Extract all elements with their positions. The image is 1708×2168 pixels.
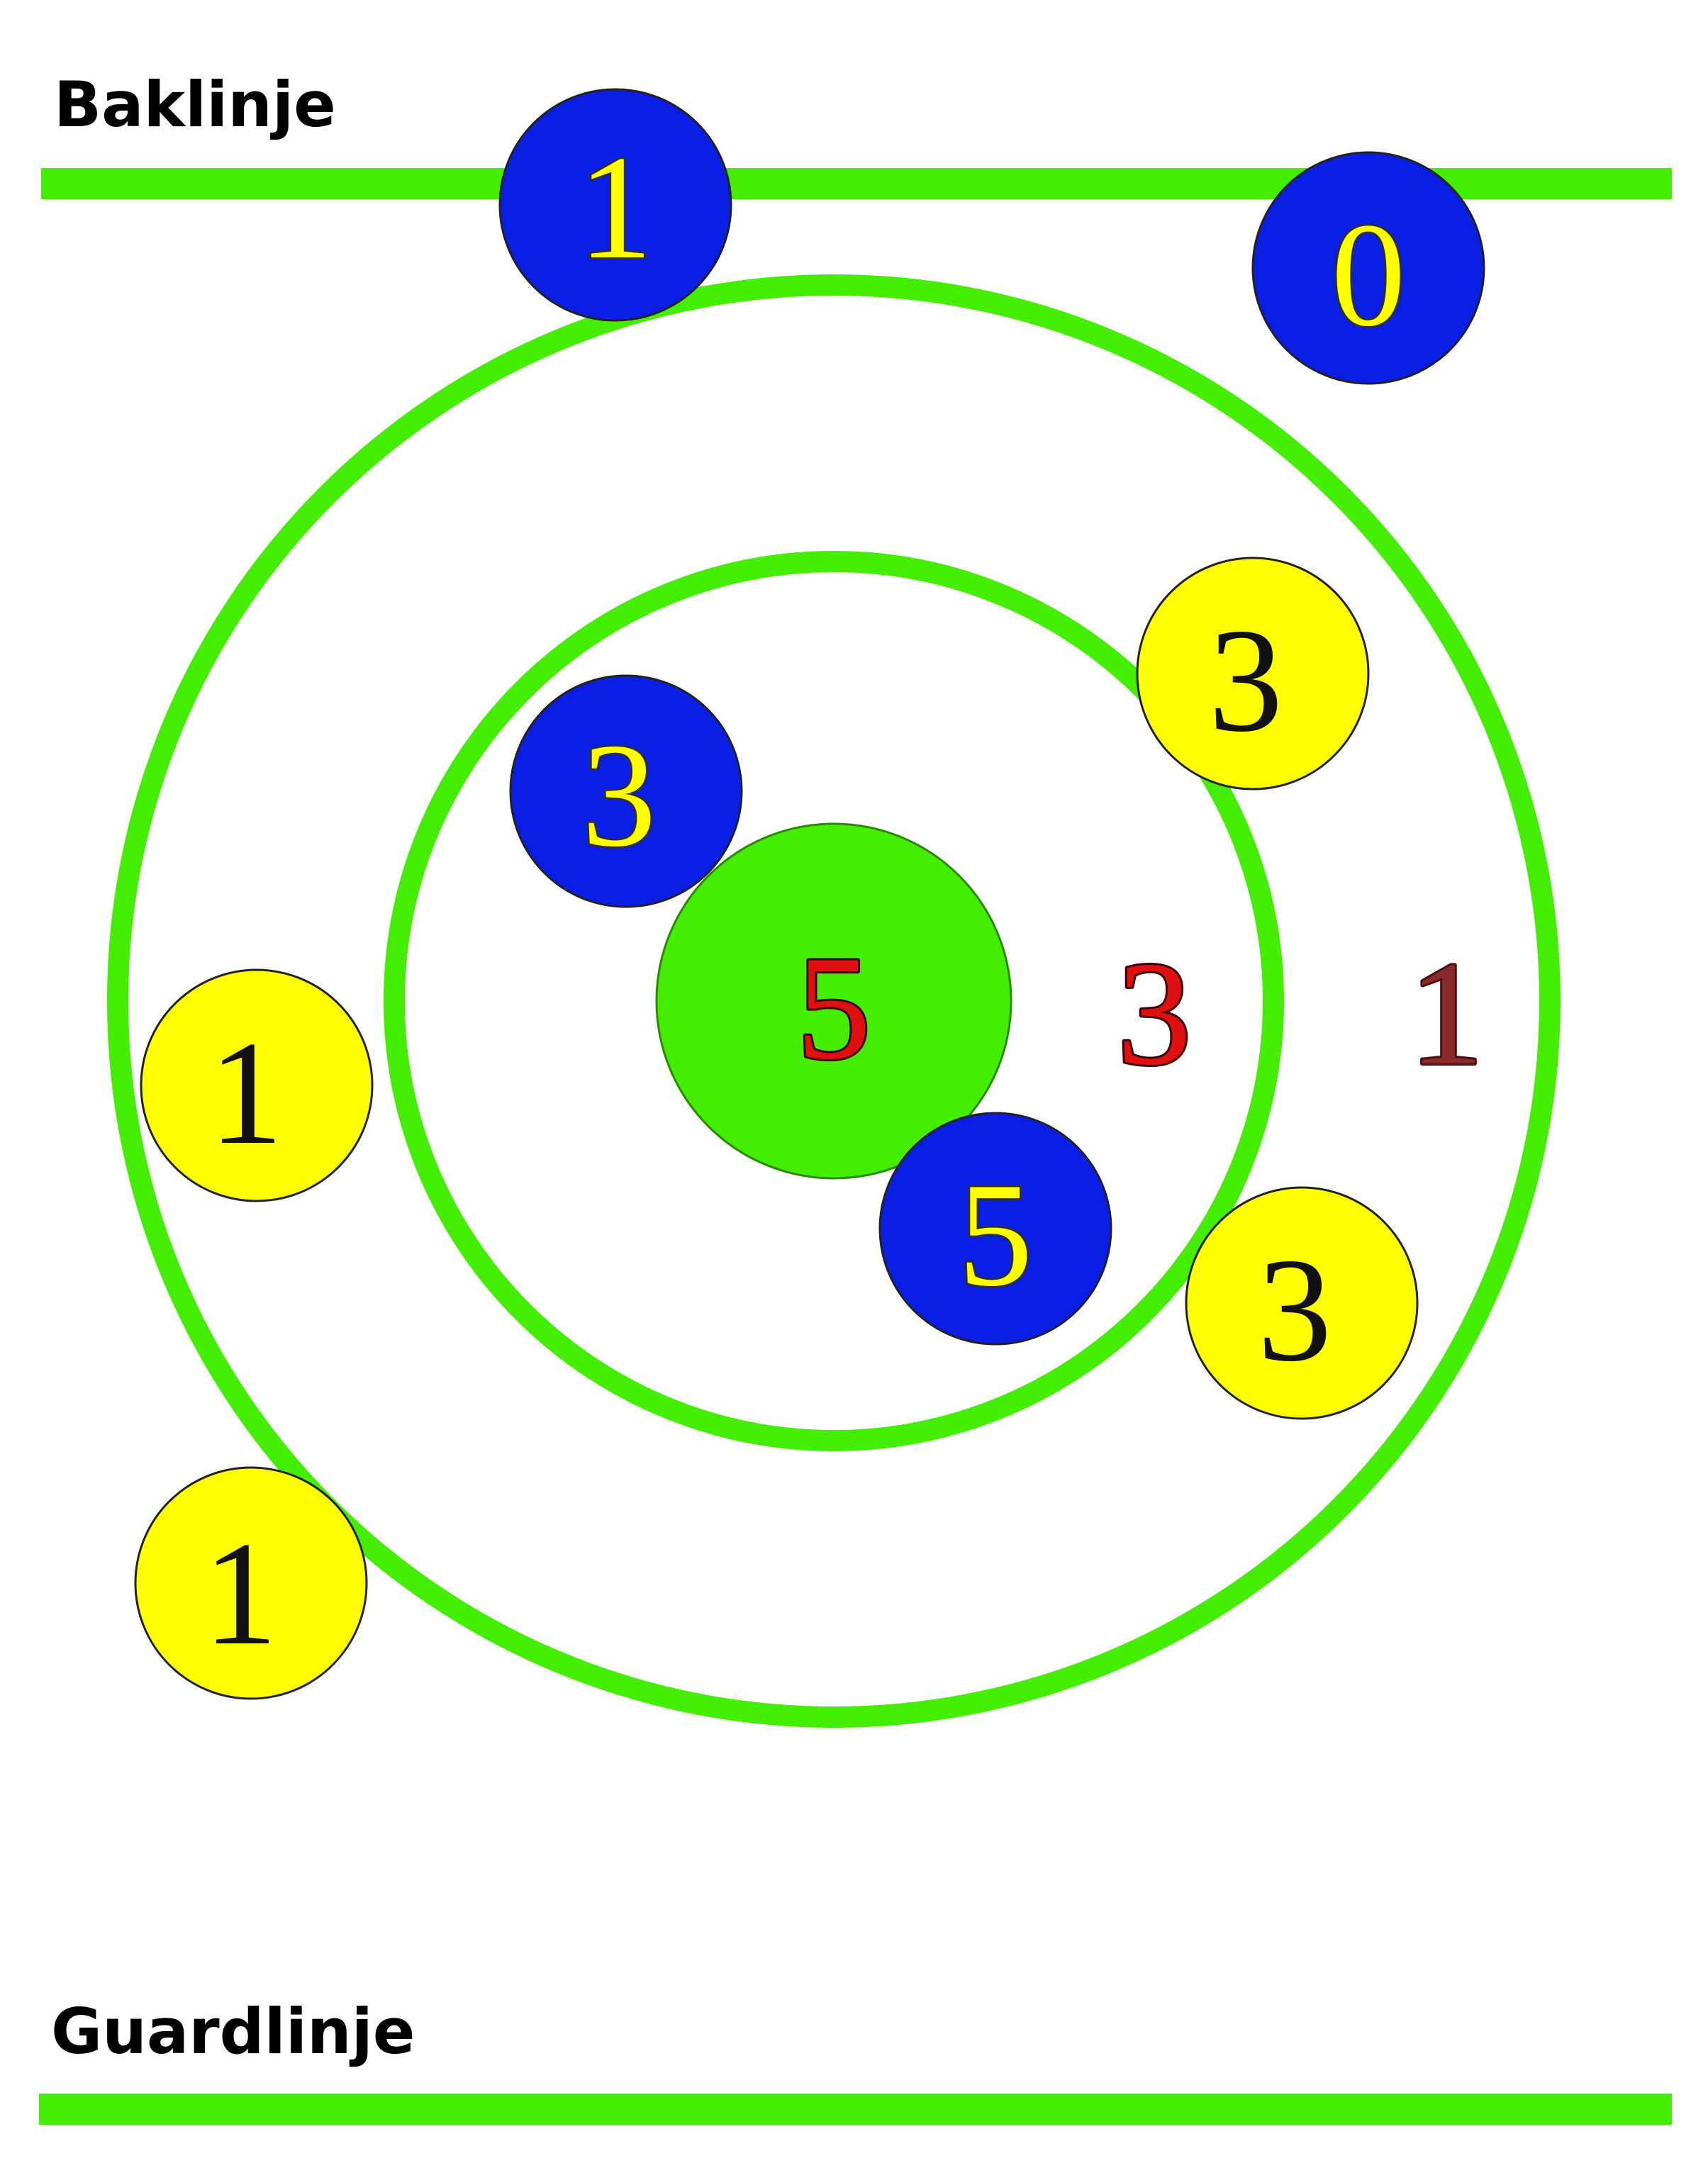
backline-label: Baklinje [54,68,336,141]
guardline [39,2094,1672,2125]
svg-text:5: 5 [959,1153,1033,1317]
guardline-label: Guardlinje [51,1995,415,2068]
svg-text:1: 1 [209,1011,284,1175]
stone-yellow-1-left: 1 [140,968,374,1202]
stone-blue-3: 3 [509,674,743,908]
inner-ring [384,551,1284,1451]
svg-text:3: 3 [1209,598,1283,763]
stone-yellow-3-top: 3 [1136,557,1370,790]
svg-text:1: 1 [579,125,653,290]
button [655,822,1012,1180]
stone-blue-1: 1 [498,88,732,322]
svg-text:3: 3 [1258,1228,1332,1392]
svg-text:3: 3 [582,713,657,878]
svg-text:0: 0 [1332,193,1406,357]
stone-blue-5: 5 [878,1112,1112,1346]
outer-ring-value: 1 [1410,932,1484,1096]
inner-ring-value: 3 [1117,932,1192,1096]
button-value: 5 [797,926,871,1090]
stone-yellow-1-bottom: 1 [134,1466,368,1700]
stone-yellow-3-bottom: 3 [1185,1186,1419,1420]
svg-text:1: 1 [203,1512,278,1676]
stone-blue-0: 0 [1251,151,1485,385]
outer-ring [107,274,1561,1728]
